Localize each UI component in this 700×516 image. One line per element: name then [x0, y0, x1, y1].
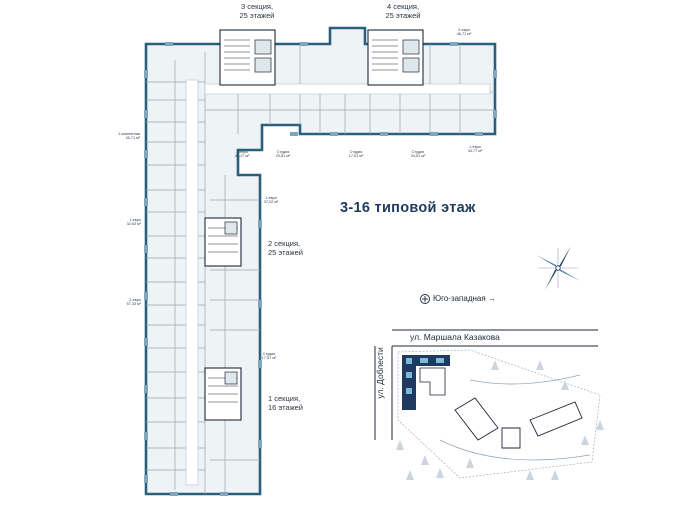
apartment-label: 1-евро 32,63 м² [105, 218, 141, 227]
section-3-label: 3 секция, 25 этажей [222, 2, 292, 20]
corridors [185, 79, 491, 486]
apartment-type: Студия [349, 150, 363, 154]
section-3-line-1: 3 секция, [240, 2, 274, 11]
apartment-type: Студия [276, 150, 290, 154]
apartment-area: 34,77 м² [467, 149, 483, 154]
section-3-line-2: 25 этажей [239, 10, 275, 20]
apartment-type: 2-евро [236, 150, 248, 154]
facade-windows [144, 42, 497, 496]
apartment-area: 20,81 м² [275, 154, 291, 159]
section-2-label: 2 секция, 25 этажей [268, 239, 338, 257]
apartment-label: Студия 17,61 м² [343, 150, 369, 159]
apartment-label: 2-евро 48,17 м² [229, 150, 255, 159]
apartment-type: 1-комнатная [118, 132, 140, 136]
apartment-area: 24,51 м² [410, 154, 426, 159]
road-label-top: ул. Маршала Казакова [410, 332, 500, 342]
compass-rose-icon [536, 246, 580, 290]
section-1-label: 1 секция, 16 этажей [268, 394, 338, 412]
apartment-area: 17,61 м² [348, 154, 364, 159]
section-4-label: 4 секция, 25 этажей [368, 2, 438, 20]
apartment-label: Студия 24,51 м² [405, 150, 431, 159]
site-plan [374, 329, 604, 480]
stair-hatching [208, 39, 398, 403]
apartment-area: 57,33 м² [126, 302, 141, 307]
apartment-type: Студия [411, 150, 425, 154]
apartment-label: 1-евро 34,77 м² [462, 145, 488, 154]
apartment-area: 37,02 м² [263, 200, 279, 205]
apartment-type: 2-евро [458, 28, 470, 32]
apartment-area: 26,71 м² [125, 136, 140, 141]
floor-title: 3-16 типовой этаж [340, 200, 476, 216]
apartment-type: 1-евро [265, 196, 277, 200]
section-1-line-1: 1 секция, [268, 394, 301, 403]
apartment-type: Студия [262, 352, 276, 356]
lift-shafts [224, 39, 420, 385]
apartment-area: 48,17 м² [234, 154, 250, 159]
section-4-line-2: 25 этажей [385, 10, 421, 20]
apartment-area: 32,63 м² [126, 222, 141, 227]
apartment-label: Студия 20,81 м² [270, 150, 296, 159]
apartment-area: 46,71 м² [456, 32, 472, 37]
apartment-type: 1-евро [469, 145, 481, 149]
building-outline [144, 26, 497, 496]
section-2-line-2: 25 этажей [268, 247, 303, 257]
apartment-label: 2-евро 46,71 м² [452, 28, 476, 37]
apartment-area: 17,57 м² [261, 356, 277, 361]
apartment-type: 1-евро [129, 218, 141, 222]
section-1-line-2: 16 этажей [268, 402, 303, 412]
apartment-label: Студия 17,57 м² [256, 352, 282, 361]
road-label-left: ул. Доблести [375, 347, 386, 399]
section-2-line-1: 2 секция, [268, 239, 301, 248]
section-4-line-1: 4 секция, [386, 2, 420, 11]
apartment-label: 2-евро 57,33 м² [105, 298, 141, 307]
apartment-label: 1-комнатная 26,71 м² [100, 132, 140, 141]
apartment-label: 1-евро 37,02 м² [258, 196, 284, 205]
apartment-type: 2-евро [129, 298, 141, 302]
orientation-label: Юго-западная → [433, 294, 496, 303]
orientation-icon [420, 294, 430, 304]
